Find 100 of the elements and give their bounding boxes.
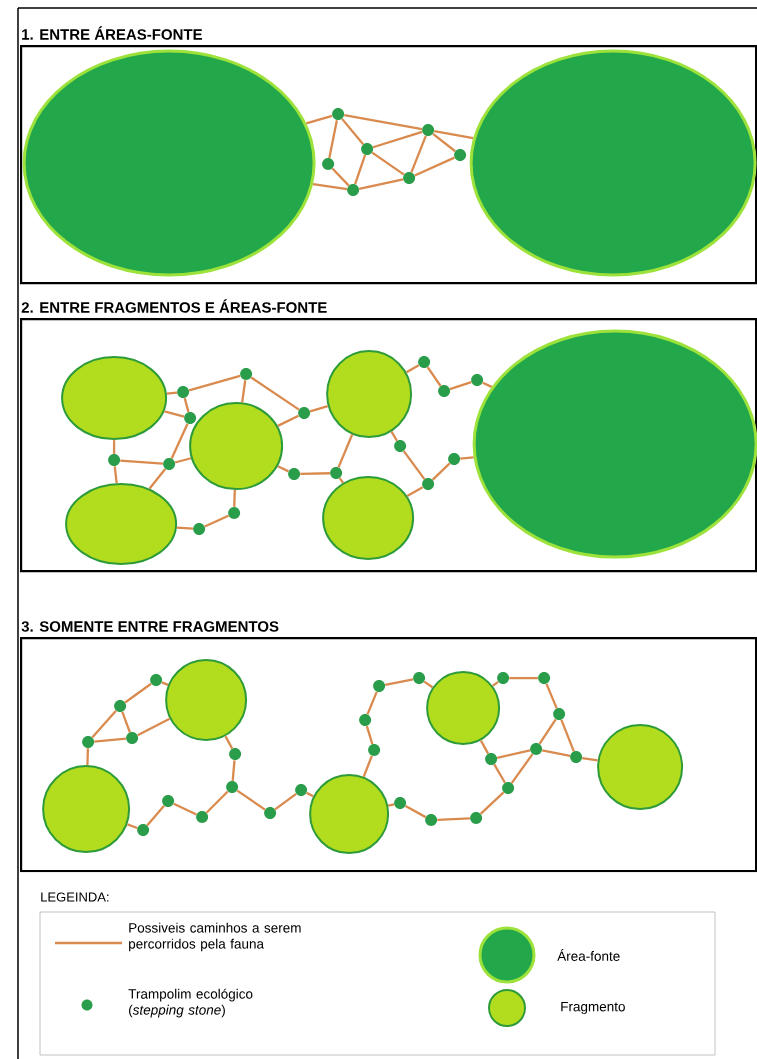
path-line: [188, 374, 241, 392]
panel-frame: [20, 299, 757, 573]
circle: [65, 483, 178, 566]
path-line: [365, 725, 374, 745]
path-line: [170, 423, 189, 459]
path-line: [176, 526, 193, 530]
path-line: [127, 823, 138, 830]
path-line: [426, 366, 442, 387]
large-ellipse: [469, 49, 757, 277]
path-line: [538, 718, 557, 745]
path-line: [460, 456, 474, 460]
path-line: [423, 680, 434, 689]
path-line: [344, 114, 423, 131]
panel-frame: [20, 621, 757, 873]
path-line: [331, 167, 350, 187]
path-line: [124, 682, 152, 704]
path-line: [91, 709, 117, 739]
path-line: [113, 466, 118, 484]
circle: [326, 350, 413, 439]
path-line: [560, 719, 575, 752]
circle: [597, 724, 684, 811]
path-line: [492, 680, 499, 687]
panel-heading: 3. SOMENTE ENTRE FRAGMENTOS: [21, 621, 279, 632]
path-line: [205, 790, 229, 814]
path-line: [510, 753, 534, 784]
path-line: [402, 450, 426, 480]
path-line: [94, 737, 127, 743]
path-line: [479, 791, 505, 815]
circle: [189, 402, 284, 491]
legend-text: Possiveis caminhos a serem percorridos pela fauna: [129, 922, 301, 952]
path-line: [121, 711, 131, 733]
path-line: [431, 462, 451, 481]
path-line: [482, 381, 493, 388]
path-line: [328, 119, 338, 159]
path-line: [277, 414, 300, 427]
legend-text: Área-fonte: [557, 949, 620, 961]
path-line: [545, 683, 558, 709]
path-line: [390, 431, 398, 442]
path-line: [337, 434, 354, 468]
path-line: [112, 440, 116, 454]
path-line: [86, 748, 90, 766]
path-line: [405, 364, 420, 374]
circle: [61, 356, 168, 441]
path-line: [384, 678, 414, 686]
circle: [309, 774, 390, 855]
path-line: [241, 380, 247, 403]
path-line: [449, 380, 472, 391]
panel-heading: 1. ENTRE ÁREAS-FONTE: [22, 26, 202, 40]
path-line: [434, 130, 474, 140]
path-line: [309, 405, 329, 413]
path-line: [371, 151, 405, 176]
large-ellipse: [472, 329, 757, 559]
path-line: [224, 735, 234, 750]
path-line: [236, 789, 266, 811]
path-line: [582, 756, 598, 762]
path-line: [204, 514, 229, 528]
path-line: [362, 755, 373, 778]
path-line: [414, 156, 455, 177]
path-line: [250, 376, 300, 411]
path-line: [432, 133, 456, 153]
legend-title: LEGEINDA:: [41, 892, 109, 902]
path-line: [509, 676, 538, 680]
legend-text: Fragmento: [561, 1001, 625, 1015]
path-line: [233, 490, 236, 507]
path-line: [366, 691, 378, 715]
path-line: [231, 760, 236, 782]
path-line: [146, 805, 165, 827]
panel-frame: [20, 26, 757, 285]
path-line: [174, 457, 192, 464]
path-line: [341, 118, 365, 146]
path-line: [541, 749, 571, 757]
path-line: [479, 740, 490, 755]
path-line: [173, 802, 197, 816]
path-line: [274, 792, 297, 811]
circle: [322, 476, 415, 561]
path-line: [354, 154, 367, 185]
path-line: [312, 183, 348, 191]
path-line: [120, 459, 163, 465]
path-line: [338, 477, 344, 484]
path-line: [410, 135, 427, 173]
circle: [426, 671, 501, 746]
path-line: [164, 410, 185, 418]
path-line: [405, 805, 427, 819]
path-line: [406, 486, 424, 497]
path-line: [387, 803, 395, 807]
path-line: [306, 791, 314, 798]
path-line: [137, 717, 171, 737]
large-ellipse: [22, 49, 316, 277]
path-line: [493, 763, 506, 784]
path-line: [183, 397, 190, 413]
path-line: [166, 391, 178, 395]
legend-text: Trampolim ecológico (stepping stone): [128, 988, 253, 1018]
path-line: [372, 130, 423, 149]
path-line: [148, 468, 167, 490]
panel-heading: 2. ENTRE FRAGMENTOS E ÁREAS-FONTE: [21, 299, 327, 313]
path-line: [496, 749, 531, 759]
path-line: [358, 178, 404, 190]
path-line: [306, 114, 333, 125]
circle: [42, 765, 131, 854]
path-line: [161, 681, 169, 686]
